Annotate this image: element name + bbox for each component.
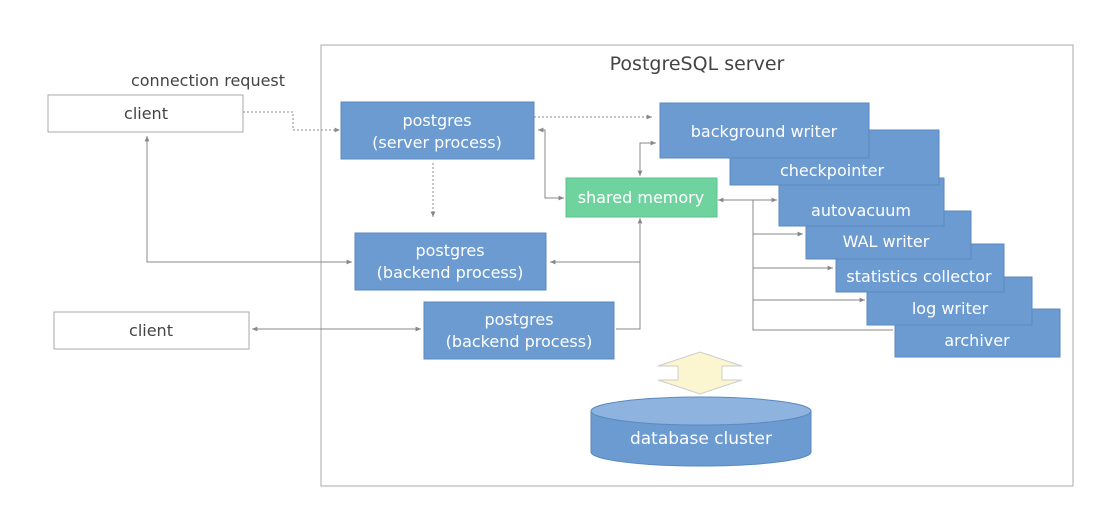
client-box-1 xyxy=(47,94,244,133)
archiver-label: archiver xyxy=(944,331,1010,350)
server-title: PostgreSQL server xyxy=(610,53,785,75)
io-double-arrow xyxy=(657,351,743,395)
client-label-2: client xyxy=(129,321,173,340)
server-shm-line xyxy=(538,127,564,201)
database-cluster-label: database cluster xyxy=(630,429,772,449)
wal-writer-label: WAL writer xyxy=(843,232,930,251)
connection-request-line xyxy=(243,111,340,133)
postgres-backend-process-2 xyxy=(423,301,615,360)
connection-request-label: connection request xyxy=(131,71,285,90)
shared-memory xyxy=(565,177,718,218)
background-writer-label: background writer xyxy=(691,122,838,141)
shm-bgwriter-line xyxy=(637,140,656,176)
log-writer-label: log writer xyxy=(912,299,989,318)
backend1-line2: (backend process) xyxy=(377,263,524,282)
postgres-server-process xyxy=(340,101,535,160)
postgres-backend-process-1 xyxy=(354,232,547,291)
postgres-server-line2: (server process) xyxy=(372,133,502,152)
autovacuum-label: autovacuum xyxy=(811,201,911,220)
background-writer-box xyxy=(659,102,870,159)
client-label-1: client xyxy=(124,104,168,123)
backend2-line1: postgres xyxy=(484,310,553,329)
backend2-line2: (backend process) xyxy=(446,332,593,351)
statistics-collector-label: statistics collector xyxy=(846,267,992,286)
shared-memory-label: shared memory xyxy=(578,188,704,207)
backend1-line1: postgres xyxy=(415,241,484,260)
client-box-2 xyxy=(53,311,250,350)
checkpointer-label: checkpointer xyxy=(780,161,884,180)
client1-backend1-line xyxy=(144,136,352,265)
postgres-server-line1: postgres xyxy=(402,111,471,130)
database-cluster: database cluster xyxy=(590,396,812,467)
background-process-stack: archiver log writer statistics collector… xyxy=(659,102,1061,358)
bg-bus-vertical xyxy=(752,200,893,331)
backend2-shm-line xyxy=(616,262,641,330)
